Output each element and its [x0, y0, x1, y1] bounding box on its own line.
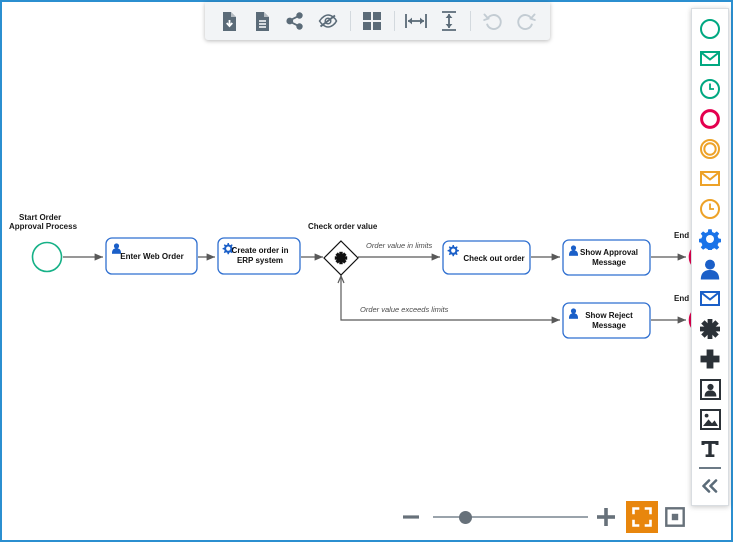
align-horizontal-icon[interactable] — [399, 5, 432, 37]
task-show-reject-message-label-2: Message — [592, 321, 626, 330]
editor-toolbar — [205, 2, 550, 40]
zoom-in-button[interactable] — [594, 505, 618, 529]
toolbar-separator — [470, 11, 472, 31]
share-icon[interactable] — [279, 5, 312, 37]
task-show-reject-message-label-1: Show Reject — [585, 311, 633, 320]
fit-to-screen-button[interactable] — [626, 501, 658, 533]
service-task-icon — [222, 243, 234, 255]
parallel-gateway-icon[interactable] — [694, 344, 726, 374]
service-task-icon[interactable] — [694, 224, 726, 254]
task-create-order-erp-label-1: Create order in — [232, 246, 289, 255]
start-event[interactable] — [31, 241, 63, 273]
zoom-slider-track — [433, 516, 588, 518]
image-icon[interactable] — [694, 404, 726, 434]
intermediate-event-message-icon[interactable] — [694, 164, 726, 194]
zoom-slider[interactable] — [433, 508, 588, 526]
start-event-none-icon[interactable] — [694, 14, 726, 44]
task-show-approval-message[interactable]: Show Approval Message — [562, 239, 651, 276]
grid-layout-icon[interactable] — [356, 5, 389, 37]
palette-divider — [699, 467, 721, 469]
complex-gateway-icon[interactable] — [694, 314, 726, 344]
pool-icon[interactable] — [694, 374, 726, 404]
document-icon[interactable] — [246, 5, 279, 37]
eye-off-icon[interactable] — [312, 5, 345, 37]
collapse-palette-button[interactable] — [694, 471, 726, 501]
user-task-icon[interactable] — [694, 254, 726, 284]
service-task-icon — [447, 245, 459, 257]
element-palette — [691, 8, 729, 506]
toolbar-separator — [393, 11, 395, 31]
edge-label-order-value-exceeds-limits: Order value exceeds limits — [360, 305, 449, 314]
intermediate-event-timer-icon[interactable] — [694, 194, 726, 224]
end-event-approval-label: End ap — [674, 231, 701, 240]
task-enter-web-order[interactable]: Enter Web Order — [105, 237, 198, 275]
message-task-icon[interactable] — [694, 284, 726, 314]
intermediate-event-none-icon[interactable] — [694, 134, 726, 164]
task-check-out-order-label: Check out order — [463, 254, 524, 263]
end-event-reject-label: End re — [674, 294, 699, 303]
task-create-order-erp-label-2: ERP system — [237, 256, 283, 265]
user-task-icon — [569, 308, 578, 319]
start-event-message-icon[interactable] — [694, 44, 726, 74]
task-check-out-order[interactable]: Check out order — [442, 240, 531, 275]
edge-label-order-value-in-limits: Order value in limits — [366, 241, 433, 250]
start-event-timer-icon[interactable] — [694, 74, 726, 104]
task-show-approval-message-label-1: Show Approval — [580, 248, 638, 257]
zoom-controls — [2, 498, 731, 536]
user-task-icon — [569, 245, 578, 256]
task-show-approval-message-label-2: Message — [592, 258, 626, 267]
redo-icon[interactable] — [509, 5, 542, 37]
start-event-label-line2: Approval Process — [9, 222, 78, 231]
toolbar-separator — [349, 11, 351, 31]
complex-gateway-icon — [334, 251, 348, 265]
gateway-label: Check order value — [308, 222, 378, 231]
export-download-icon[interactable] — [213, 5, 246, 37]
task-create-order-erp[interactable]: Create order in ERP system — [217, 237, 301, 275]
connector-gateway-to-task5[interactable] — [337, 274, 560, 324]
reset-zoom-button[interactable] — [663, 505, 687, 529]
zoom-out-button[interactable] — [399, 505, 423, 529]
align-vertical-icon[interactable] — [432, 5, 465, 37]
user-task-icon — [112, 243, 121, 254]
gateway-check-order-value[interactable] — [323, 240, 359, 276]
end-event-none-icon[interactable] — [694, 104, 726, 134]
text-annotation-icon[interactable] — [694, 434, 726, 464]
undo-icon[interactable] — [476, 5, 509, 37]
task-enter-web-order-label: Enter Web Order — [120, 252, 183, 261]
zoom-slider-handle[interactable] — [458, 511, 472, 524]
task-show-reject-message[interactable]: Show Reject Message — [562, 302, 651, 339]
start-event-label-line1: Start Order — [19, 213, 61, 222]
